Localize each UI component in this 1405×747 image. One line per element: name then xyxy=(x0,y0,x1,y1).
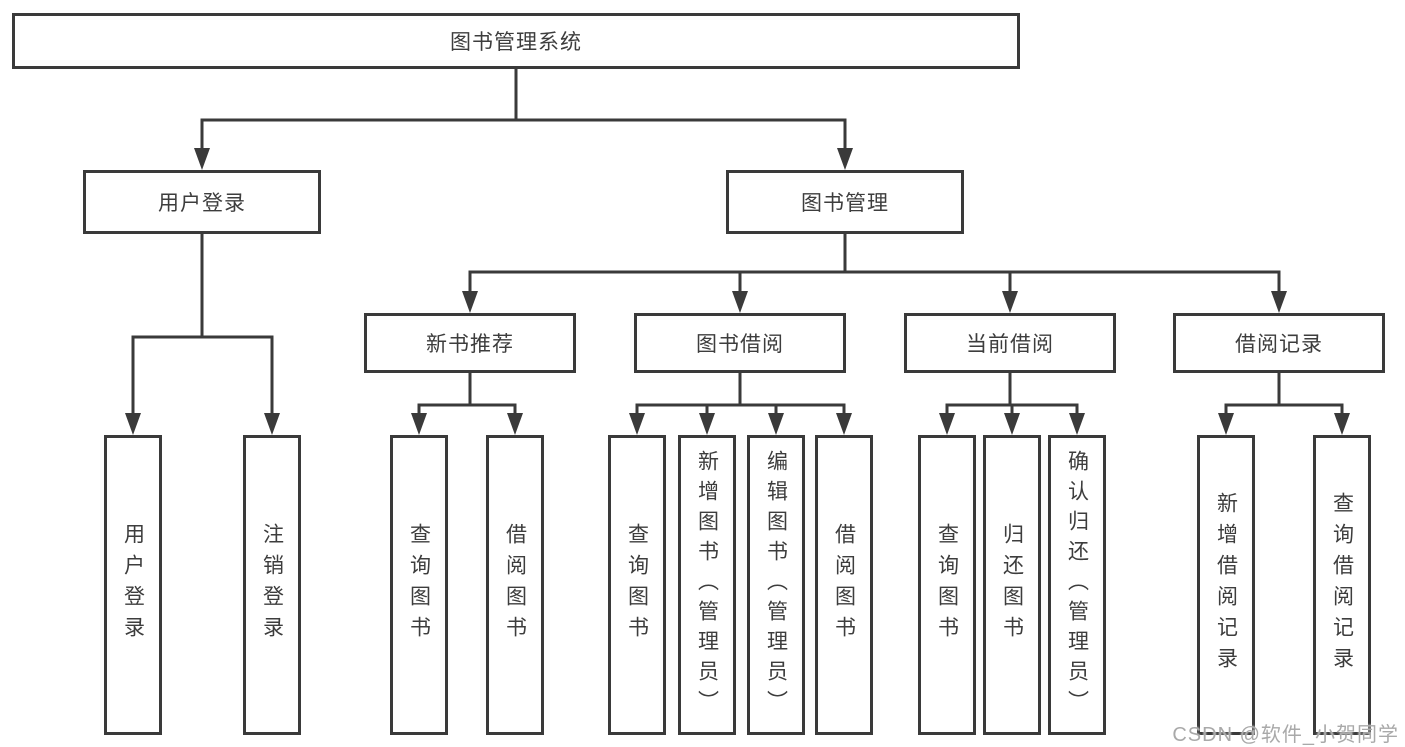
leaf-return-books: 归还图书 xyxy=(983,435,1041,735)
node-library-system: 图书管理系统 xyxy=(12,13,1020,69)
leaf-query-borrow-record: 查询借阅记录 xyxy=(1313,435,1371,735)
leaf-borrow-books-recommend: 借阅图书 xyxy=(486,435,544,735)
leaf-query-books-current: 查询图书 xyxy=(918,435,976,735)
node-book-management: 图书管理 xyxy=(726,170,964,234)
node-user-login: 用户登录 xyxy=(83,170,321,234)
leaf-add-books-admin: 新增图书（管理员） xyxy=(678,435,736,735)
node-current-borrowing: 当前借阅 xyxy=(904,313,1116,373)
leaf-user-login: 用户登录 xyxy=(104,435,162,735)
connector-lines xyxy=(131,68,1344,416)
leaf-edit-books-admin: 编辑图书（管理员） xyxy=(747,435,805,735)
csdn-watermark: CSDN @软件_小贺同学 xyxy=(1172,724,1399,746)
leaf-confirm-return-admin: 确认归还（管理员） xyxy=(1048,435,1106,735)
leaf-query-books-recommend: 查询图书 xyxy=(390,435,448,735)
leaf-borrow-books: 借阅图书 xyxy=(815,435,873,735)
node-borrowing-records: 借阅记录 xyxy=(1173,313,1385,373)
leaf-logout: 注销登录 xyxy=(243,435,301,735)
arrowhead-icons xyxy=(125,148,1350,435)
leaf-add-borrow-record: 新增借阅记录 xyxy=(1197,435,1255,735)
node-new-book-recommend: 新书推荐 xyxy=(364,313,576,373)
node-book-borrowing: 图书借阅 xyxy=(634,313,846,373)
leaf-query-books-borrowing: 查询图书 xyxy=(608,435,666,735)
